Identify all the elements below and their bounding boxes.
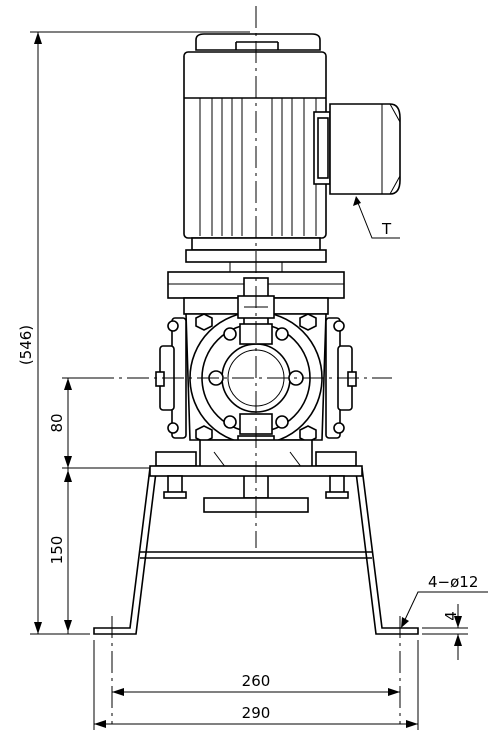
- dim-stand-height: 150: [48, 468, 72, 634]
- terminal-label: T: [381, 220, 392, 238]
- centerlines: [92, 6, 401, 724]
- base-width-label: 290: [242, 704, 271, 722]
- shaft-to-base-label: 80: [48, 413, 66, 432]
- dim-base-width: 290: [93, 640, 419, 730]
- dim-bolt-spacing: 260: [112, 672, 400, 696]
- terminal-leader: T: [353, 196, 400, 239]
- bolt-spacing-label: 260: [242, 672, 271, 690]
- plate-thickness-label: 4: [442, 611, 460, 621]
- terminal-box: [313, 103, 401, 195]
- hole-spec-label: 4−ø12: [428, 573, 478, 591]
- motor: [183, 33, 327, 272]
- overall-height-label: (546): [17, 325, 35, 365]
- hole-callout: 4−ø12: [401, 573, 488, 628]
- stand-height-label: 150: [48, 536, 66, 565]
- dim-plate-thickness: 4: [422, 604, 468, 660]
- dim-shaft-to-base: 80: [48, 377, 150, 469]
- dim-overall-height: (546): [17, 31, 250, 635]
